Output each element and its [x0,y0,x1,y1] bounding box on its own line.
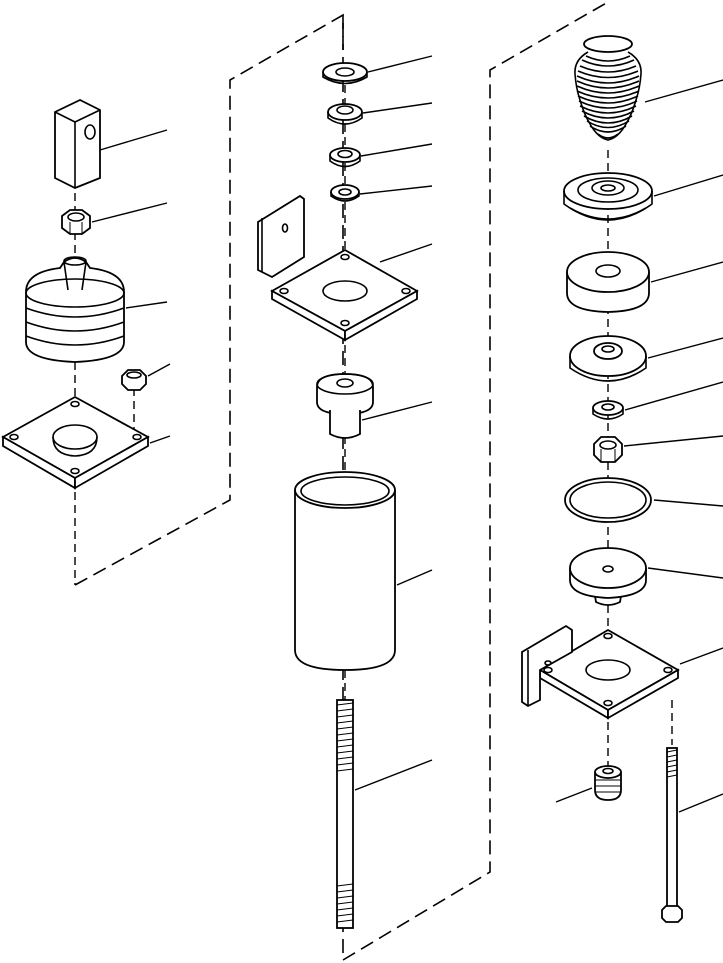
leader-line [653,499,723,507]
angle-bracket [257,194,419,342]
washer-icon [592,400,624,420]
o-ring [564,477,652,523]
stepped-bushing [316,373,374,439]
leader-line [361,401,433,421]
leader-line [99,129,168,151]
leader-line [650,261,723,283]
leader-line [362,102,433,114]
leader-line [555,787,593,803]
angle-bracket [521,624,680,720]
square-base-plate [1,395,150,490]
thread-marks [336,702,354,923]
washer-icon [330,184,360,202]
leader-line [647,567,723,579]
leader-line [678,793,723,813]
rubber-cushion [569,547,647,606]
washer-icon [329,147,361,168]
rubber-mount-lower [569,335,647,382]
flange-nut-icon [121,369,147,391]
leader-line [149,435,171,444]
leader-line [360,143,433,157]
leader-line [653,174,723,197]
rubber-boot [25,256,125,363]
rubber-mount-upper [566,251,650,313]
right-group [521,35,723,923]
mounting-block [54,98,101,189]
center-group [257,55,433,930]
leader-line [125,301,168,309]
nut-icon [593,436,623,463]
coil-spring [574,35,642,141]
leader-line [147,363,171,377]
leader-line [354,759,433,791]
threaded-plug [594,765,622,801]
spring-seat [563,172,653,221]
left-group [1,98,171,585]
leader-line [367,55,433,73]
leader-line [379,243,433,263]
nut-icon [61,209,91,235]
washer-icon [322,62,368,85]
washer-icon [327,103,363,125]
leader-line [644,79,723,103]
leader-line [359,185,433,195]
threaded-stud [336,699,354,929]
leader-line [396,569,433,586]
leader-line [91,202,168,223]
leader-line [647,337,723,359]
leader-line [624,381,723,411]
leader-line [679,647,723,665]
long-bolt [661,747,683,923]
cylinder-sleeve [294,471,396,671]
leader-line [623,435,723,447]
